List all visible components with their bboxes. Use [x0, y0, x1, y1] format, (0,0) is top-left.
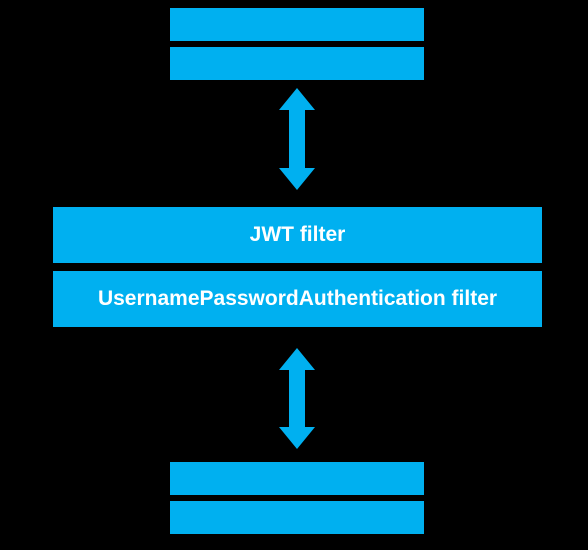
bottom-block-1	[170, 462, 424, 495]
bottom-block-2	[170, 501, 424, 534]
username-password-authentication-filter-box: UsernamePasswordAuthentication filter	[53, 271, 542, 327]
top-block-2	[170, 47, 424, 80]
top-block-1	[170, 8, 424, 41]
double-arrow-shape-top	[279, 88, 315, 190]
double-arrow-icon-top	[279, 88, 315, 190]
jwt-filter-box: JWT filter	[53, 207, 542, 263]
double-arrow-shape-bottom	[279, 348, 315, 449]
double-arrow-icon-bottom	[279, 348, 315, 449]
